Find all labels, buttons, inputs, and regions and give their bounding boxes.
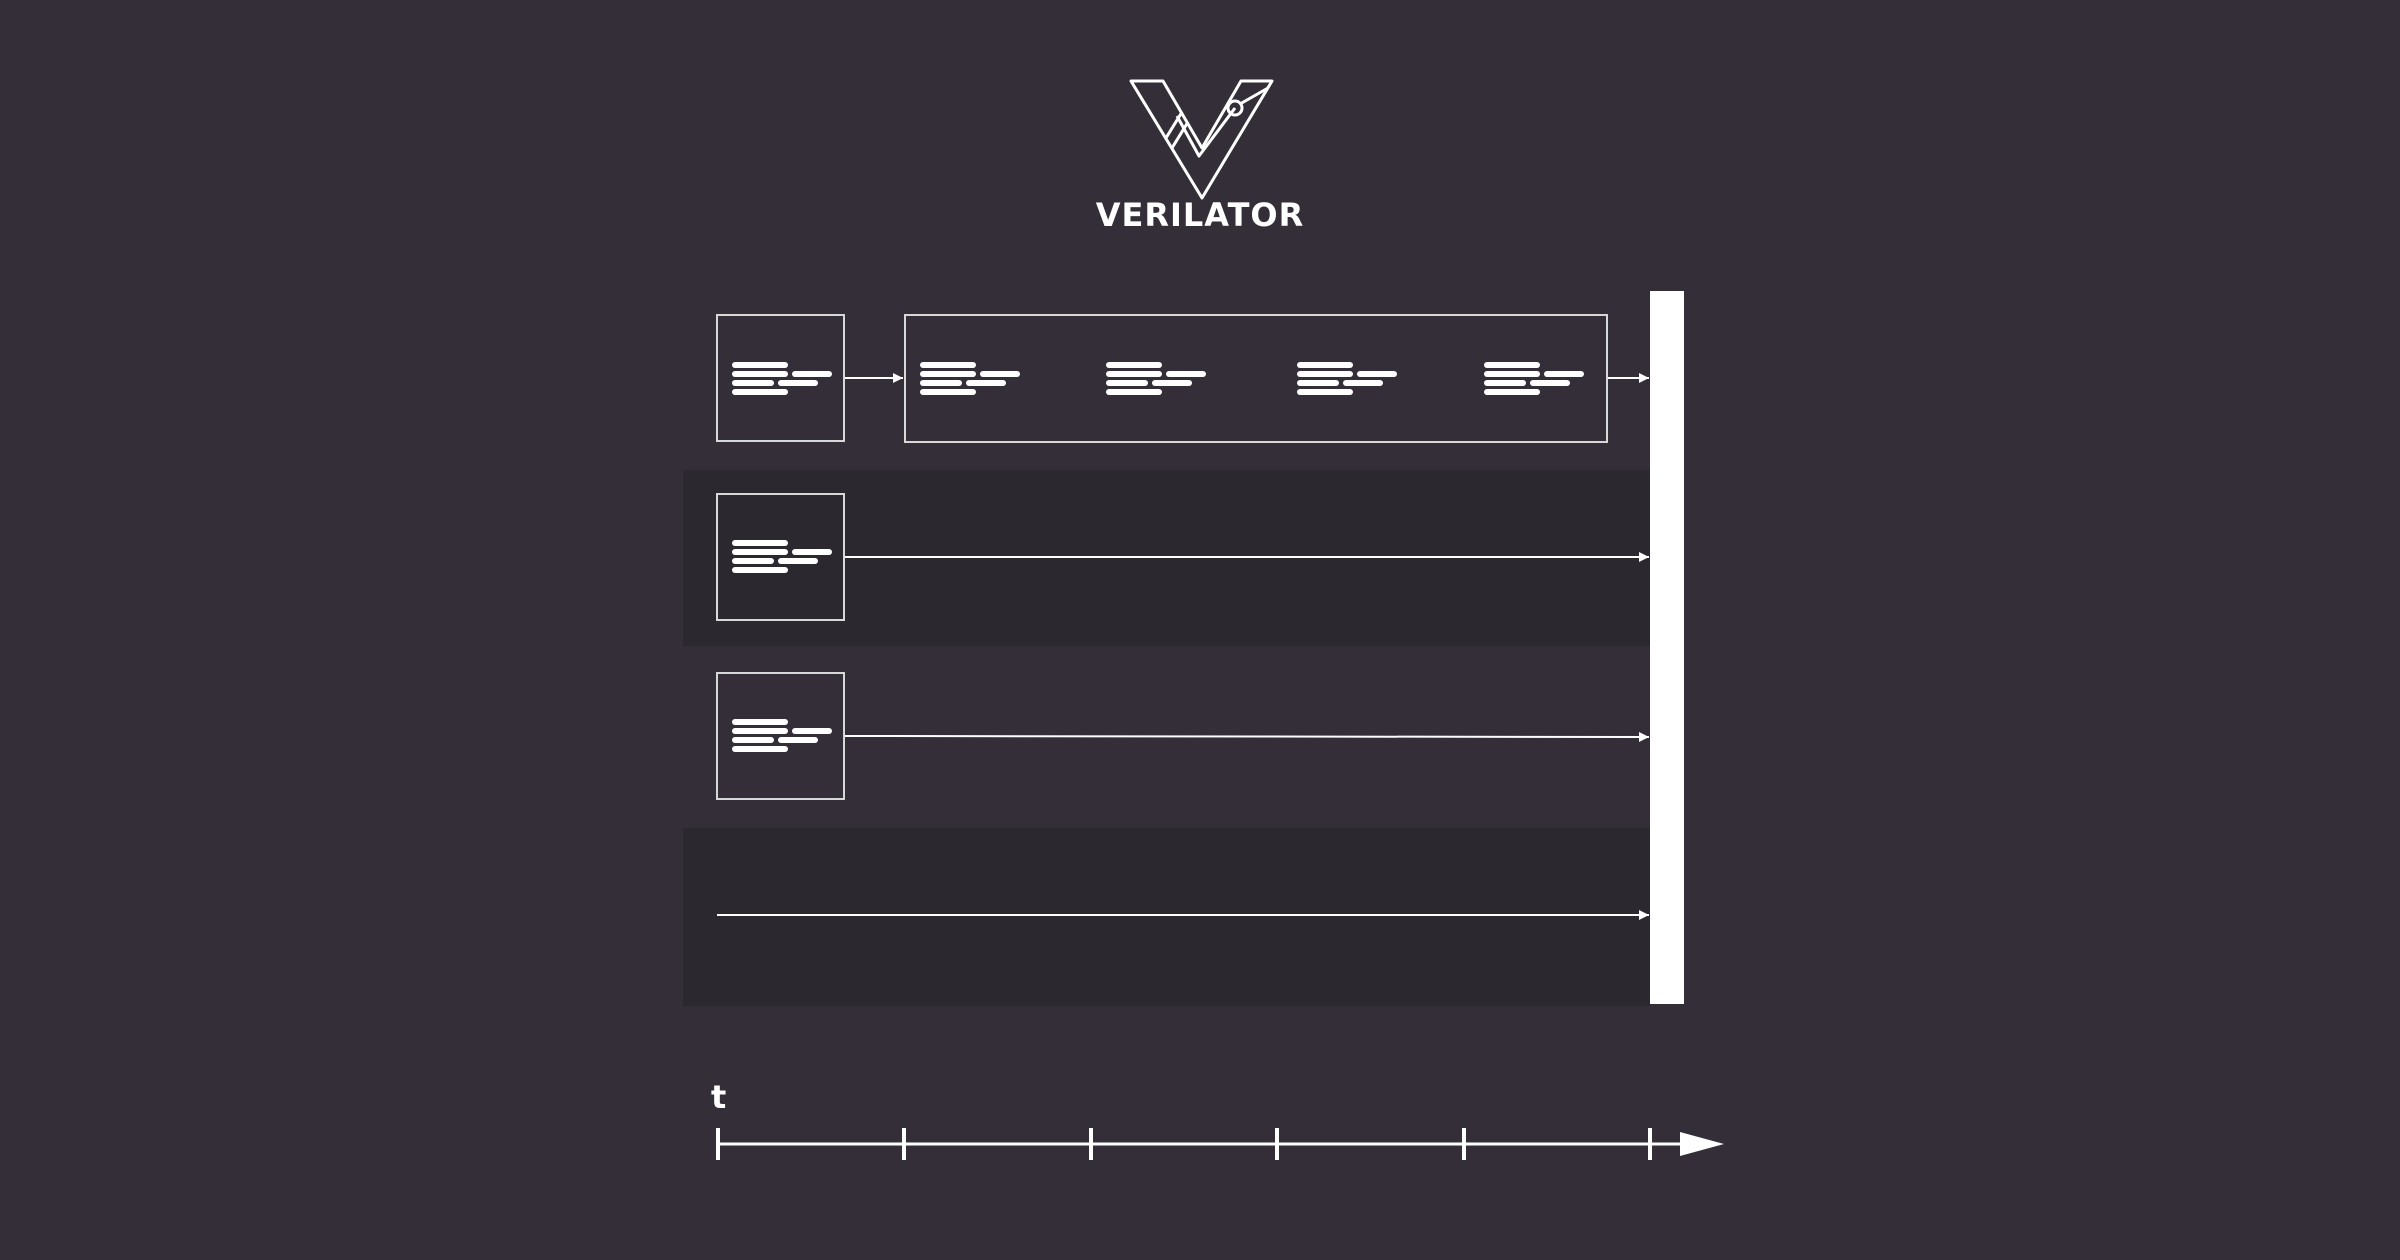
brand-name: VERILATOR bbox=[1096, 196, 1305, 234]
code-icon bbox=[732, 719, 832, 752]
task-block bbox=[716, 314, 845, 442]
code-icon bbox=[920, 362, 1020, 395]
code-icon bbox=[732, 362, 832, 395]
flow-arrow bbox=[844, 731, 1650, 742]
lane-3 bbox=[716, 672, 1650, 800]
time-axis-label: t bbox=[711, 1078, 726, 1116]
time-axis: t bbox=[711, 1078, 1724, 1160]
sync-barrier bbox=[1650, 291, 1684, 1004]
code-icon bbox=[1297, 362, 1397, 395]
lane-1 bbox=[716, 314, 1649, 443]
verilator-v-logo-icon bbox=[1129, 79, 1274, 200]
lane-2 bbox=[716, 493, 1649, 621]
code-icon bbox=[1106, 362, 1206, 395]
task-group-block bbox=[904, 314, 1608, 443]
lane-band-4 bbox=[683, 828, 1650, 1006]
time-axis-arrowhead bbox=[1680, 1132, 1724, 1156]
task-block bbox=[716, 672, 845, 800]
task-block bbox=[716, 493, 845, 621]
code-icon bbox=[1484, 362, 1584, 395]
